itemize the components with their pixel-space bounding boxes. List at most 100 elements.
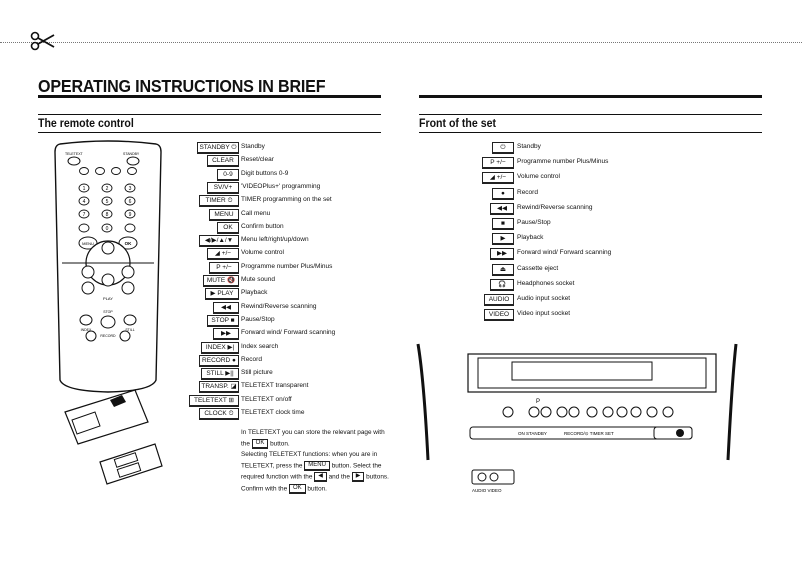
remote-key-description: 'VIDEOPlus+' programming <box>241 182 321 190</box>
svg-text:7: 7 <box>83 212 86 218</box>
remote-key-description: Still picture <box>241 369 273 377</box>
remote-key-badge: STILL ▶|| <box>201 368 239 381</box>
note-line1b: button. <box>270 440 290 448</box>
svg-text:8: 8 <box>106 212 109 218</box>
front-section-underline <box>419 132 762 133</box>
remote-key-badge: P +/− <box>209 261 239 274</box>
title-rule-right <box>419 95 762 98</box>
note-line2b: button. Select the required function wit… <box>241 462 382 481</box>
front-key-badge: ⏻ <box>492 142 514 154</box>
front-key-badge: 🎧 <box>490 278 514 291</box>
ok-key-inline: OK <box>251 438 269 449</box>
front-key-description: Volume control <box>517 173 560 181</box>
tv-label-audio-video: AUDIO VIDEO <box>472 488 502 493</box>
front-key-description: Pause/Stop <box>517 219 551 226</box>
remote-key-description: Playback <box>241 289 268 297</box>
left-key-inline: ◀ <box>314 472 327 483</box>
front-section-rule <box>419 114 762 115</box>
svg-text:2: 2 <box>106 186 109 192</box>
note-line1a: In TELETEXT you can store the relevant p… <box>241 429 385 448</box>
front-key-badge: AUDIO <box>484 294 514 306</box>
front-key-badge: ◢ +/− <box>482 172 514 185</box>
ok2-key-inline: OK <box>288 483 306 494</box>
note-line2a: Selecting TELETEXT functions: when you a… <box>241 451 378 470</box>
remote-key-description: Reset/clear <box>241 156 274 164</box>
svg-text:4: 4 <box>83 199 86 205</box>
remote-section-rule <box>38 114 381 115</box>
remote-key-badge: 0-9 <box>217 168 239 181</box>
tv-label-record-timer: RECORD/⊙ TIMER SET <box>564 431 614 436</box>
front-key-badge: VIDEO <box>484 309 514 322</box>
front-key-badge: ◀◀ <box>490 202 514 215</box>
remote-key-badge: ◀◀ <box>213 301 239 314</box>
scissors-icon <box>30 31 55 51</box>
tv-label-p: P <box>536 399 540 405</box>
front-key-badge: ■ <box>492 218 514 230</box>
remote-key-badge: STANDBY ⏻ <box>197 142 239 154</box>
remote-key-description: Call menu <box>241 209 271 217</box>
remote-label-ok: OK <box>125 241 133 246</box>
remote-key-description: TELETEXT transparent <box>241 382 309 390</box>
remote-key-badge: RECORD ● <box>199 354 239 367</box>
teletext-note: In TELETEXT you can store the relevant p… <box>241 428 391 495</box>
note-line2d: button. <box>307 485 327 493</box>
front-key-description: Forward wind/ Forward scanning <box>517 249 612 257</box>
front-key-description: Record <box>517 188 538 196</box>
remote-key-badge: SV/V+ <box>207 181 239 194</box>
svg-text:5: 5 <box>106 199 109 205</box>
remote-key-badge: OK <box>217 221 239 234</box>
note-line2c: buttons. Confirm with the <box>241 473 389 493</box>
remote-key-badge: ▶▶ <box>213 328 239 341</box>
page-title: OPERATING INSTRUCTIONS IN BRIEF <box>38 76 326 96</box>
title-rule <box>38 95 381 98</box>
remote-key-description: Pause/Stop <box>241 315 275 323</box>
remote-key-description: TIMER programming on the set <box>241 196 332 204</box>
remote-key-description: Volume control <box>241 249 284 257</box>
remote-key-badge: ◀/▶/▲/▼ <box>199 235 239 248</box>
front-section-title: Front of the set <box>419 118 497 130</box>
note-and: and the <box>328 473 350 481</box>
remote-key-badge: MUTE 🔇 <box>203 275 239 287</box>
remote-label-index: INDEX <box>81 328 92 332</box>
front-key-badge: ▶ <box>492 233 514 246</box>
svg-text:6: 6 <box>129 199 132 205</box>
front-key-description: Video input socket <box>517 310 570 318</box>
remote-label-standby: STANDBY <box>123 152 140 156</box>
remote-key-description: Index search <box>241 342 279 350</box>
remote-key-description: Menu left/right/up/down <box>241 236 309 244</box>
remote-key-description: TELETEXT on/off <box>241 395 292 403</box>
remote-key-badge: MENU <box>209 208 239 221</box>
svg-text:9: 9 <box>129 212 132 218</box>
menu-key-inline: MENU <box>304 460 330 471</box>
tv-label-on-standby: ON STANDBY <box>518 431 547 436</box>
remote-key-badge: CLEAR <box>207 155 239 168</box>
remote-key-description: Mute sound <box>241 276 275 283</box>
remote-key-badge: INDEX ▶| <box>201 341 239 354</box>
remote-label-teletext: TELETEXT <box>65 152 84 156</box>
front-key-description: Programme number Plus/Minus <box>517 158 609 166</box>
tv-front-illustration: P ON STANDBY RECORD/⊙ TIMER SET AUDIO VI… <box>416 343 738 493</box>
remote-section-title: The remote control <box>38 118 134 130</box>
remote-label-play: PLAY <box>103 296 113 301</box>
remote-key-description: Digit buttons 0-9 <box>241 169 289 177</box>
svg-text:1: 1 <box>83 186 86 192</box>
remote-section-underline <box>38 132 381 133</box>
remote-key-description: Forward wind/ Forward scanning <box>241 329 336 337</box>
remote-key-description: Confirm button <box>241 222 284 230</box>
remote-label-menu: MENU <box>82 241 94 246</box>
remote-key-badge: STOP ■ <box>207 314 239 327</box>
front-key-description: Standby <box>517 143 541 150</box>
front-key-badge: ▶▶ <box>490 248 514 261</box>
front-key-description: Audio input socket <box>517 295 571 302</box>
remote-key-description: Standby <box>241 143 265 150</box>
front-key-description: Playback <box>517 234 544 242</box>
front-key-description: Cassette eject <box>517 264 559 272</box>
remote-key-badge: ▶ PLAY <box>205 288 239 301</box>
front-key-description: Headphones socket <box>517 279 575 287</box>
front-key-badge: ⏏ <box>492 263 514 276</box>
remote-key-description: Record <box>241 355 262 363</box>
battery-compartment-illustration <box>64 389 163 485</box>
remote-key-badge: CLOCK ⏲ <box>199 408 239 420</box>
front-key-description: Rewind/Reverse scanning <box>517 203 593 211</box>
